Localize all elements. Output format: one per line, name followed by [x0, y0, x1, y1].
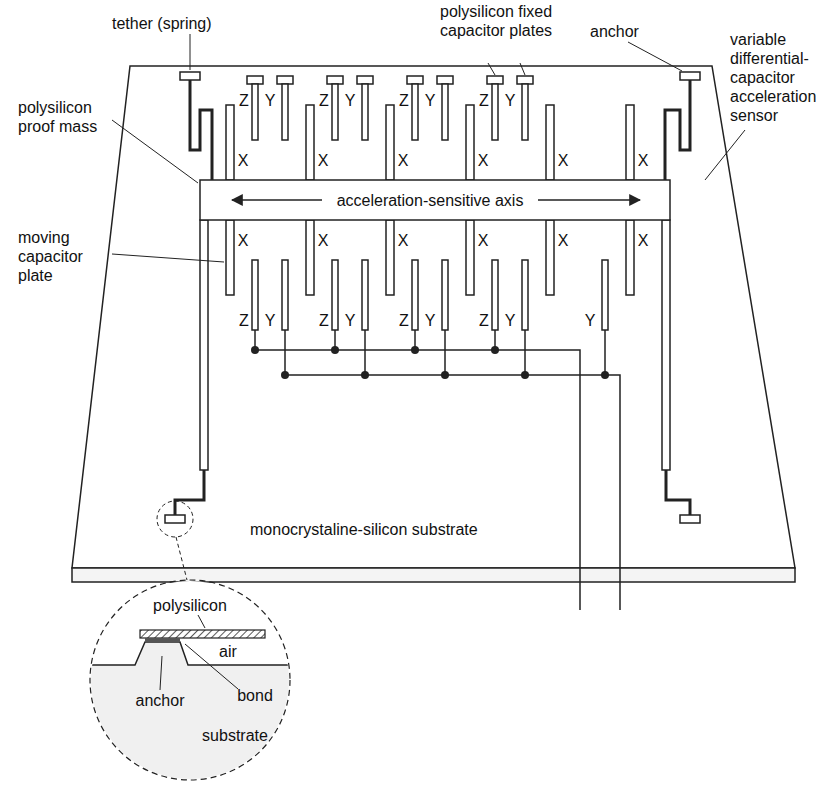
- leader-label: tether (spring): [112, 14, 212, 33]
- plate-letter: Y: [505, 311, 516, 330]
- plate-letter: Z: [319, 91, 329, 110]
- plate-letter: Y: [425, 91, 436, 110]
- detail-marker: [157, 501, 193, 537]
- leader-label: variable differential-capacitor accelera…: [730, 30, 830, 125]
- plate-letter: Y: [345, 91, 356, 110]
- plate-letter: Z: [239, 91, 249, 110]
- detail-leader: [176, 537, 187, 580]
- leader-label: polysilicon proof mass: [18, 98, 113, 136]
- plate-letter: Y: [425, 311, 436, 330]
- finger-letter: X: [318, 151, 329, 170]
- finger-letter: X: [638, 151, 649, 170]
- plate-letter: Z: [319, 311, 329, 330]
- detail-circle: [90, 580, 290, 780]
- plate-letter: Z: [399, 91, 409, 110]
- leader-line: [160, 615, 238, 690]
- plate-letter: Z: [479, 91, 489, 110]
- inset-label: anchor: [136, 691, 185, 710]
- inset-label: substrate: [202, 726, 268, 745]
- inset-label: polysilicon: [153, 596, 227, 615]
- inset-label: bond: [237, 686, 273, 705]
- finger-letter: X: [558, 231, 569, 250]
- wire-dot: [251, 346, 609, 379]
- leader-label: polysilicon fixed capacitor plates: [440, 2, 565, 40]
- plate-letter: Z: [479, 311, 489, 330]
- finger-letter: X: [238, 151, 249, 170]
- leader-label: anchor: [590, 22, 639, 41]
- inset-label: air: [219, 642, 237, 661]
- finger-letter: X: [398, 151, 409, 170]
- plate-letter: Y: [265, 311, 276, 330]
- finger-letter: X: [478, 231, 489, 250]
- plate-letter: Z: [239, 311, 249, 330]
- part-label: monocrystaline-silicon substrate: [250, 520, 478, 539]
- plate-letter: Y: [585, 311, 596, 330]
- finger-letter: X: [238, 231, 249, 250]
- plate-letter: Y: [345, 311, 356, 330]
- axis-label: acceleration-sensitive axis: [334, 191, 527, 210]
- finger-letter: X: [318, 231, 329, 250]
- leader-label: moving capacitor plate: [18, 228, 113, 285]
- finger-letter: X: [478, 151, 489, 170]
- plate-letter: Y: [505, 91, 516, 110]
- finger-letter: X: [558, 151, 569, 170]
- tether-spring: [175, 80, 690, 515]
- finger-letter: X: [638, 231, 649, 250]
- substrate-plate: [72, 66, 795, 568]
- plate-letter: Z: [399, 311, 409, 330]
- leader-line: [112, 34, 745, 262]
- plate-letter: Y: [265, 91, 276, 110]
- electrode-wiring: [255, 330, 620, 610]
- anchor-cross-section: [80, 580, 300, 788]
- finger-letter: X: [398, 231, 409, 250]
